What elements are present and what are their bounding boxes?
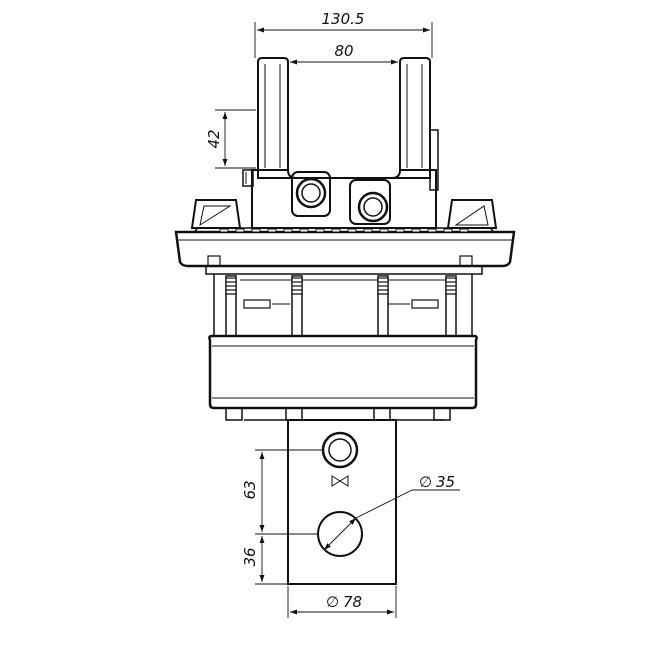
lug-height-label: 42 [205, 129, 223, 148]
shaft [287, 419, 397, 585]
hydraulic-fittings [291, 171, 391, 225]
bore-diameter-label: 35 [436, 473, 455, 491]
shaft-diameter-label: 78 [343, 593, 362, 611]
housing [208, 334, 478, 421]
port-offset-label: 63 [241, 480, 259, 499]
dim-shaft-diameter: ∅ 78 [287, 586, 397, 618]
yoke [242, 57, 439, 229]
dim-bore-diameter: ∅ 35 [323, 473, 460, 551]
flange [174, 199, 516, 275]
stud-zone [213, 274, 473, 337]
shaft-diameter-symbol: ∅ [326, 593, 339, 611]
bore-offset-label: 36 [241, 547, 259, 566]
dim-port-offset: 63 [241, 449, 322, 535]
dim-lug-height: 42 [205, 109, 256, 169]
dim-slot-width: 80 [290, 42, 398, 65]
bore-diameter-symbol: ∅ [419, 473, 432, 491]
dim-overall-width: 130.5 [254, 10, 433, 58]
overall-width-label: 130.5 [322, 10, 365, 28]
slot-width-label: 80 [334, 42, 353, 60]
dim-bore-offset: 36 [241, 536, 288, 585]
